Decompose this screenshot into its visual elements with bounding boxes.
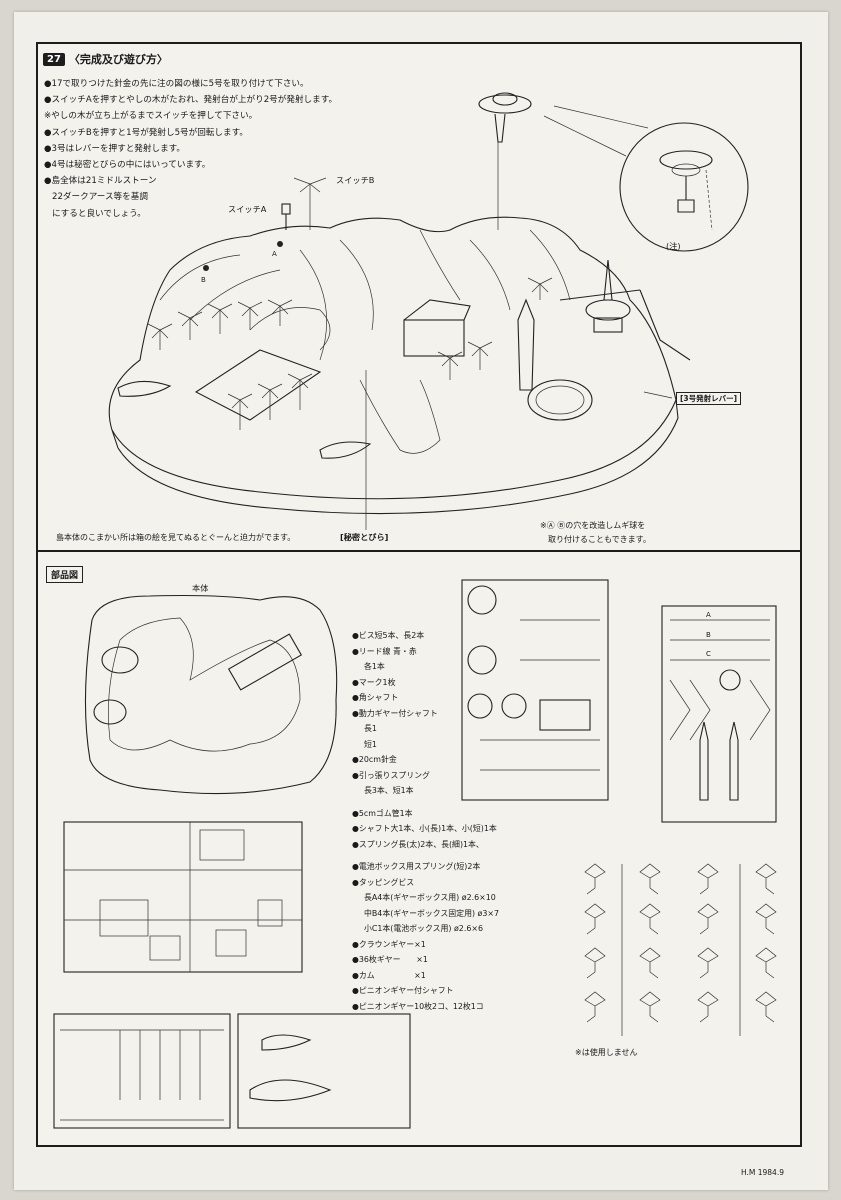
instruction-item: ※やしの木が立ち上がるまでスイッチを押して下さい。 — [44, 111, 258, 122]
parts-list-item: 中B4本(ギヤーボックス固定用) ø3×7 — [364, 908, 500, 918]
mark-a-label: A — [272, 250, 277, 258]
detail-caption: 島本体のこまかい所は箱の絵を見てぬるとぐーんと迫力がでます。 — [56, 533, 296, 542]
parts-list-item: 長3本、短1本 — [364, 786, 414, 795]
parts-list-item: ●5cmゴム管1本 — [352, 808, 413, 818]
parts-list-item: ●角シャフト — [352, 693, 399, 702]
parts-list-item: ●電池ボックス用スプリング(短)2本 — [352, 862, 481, 871]
instruction-item: ●スイッチAを押すとやしの木がたおれ、発射台が上がり2号が発射します。 — [44, 95, 338, 106]
parts-list-item: ●シャフト大1本、小(長)1本、小(短)1本 — [352, 824, 497, 833]
instruction-item: にすると良いでしょう。 — [52, 208, 146, 219]
parts-list-item: 短1 — [364, 739, 377, 749]
parts-list-item: ●36枚ギヤー ×1 — [352, 955, 428, 964]
page-frame — [36, 42, 802, 1147]
instruction-item: 22ダークアース等を基調 — [52, 192, 148, 203]
step-number-badge: 27 — [43, 52, 65, 66]
parts-list-item: ●リード線 青・赤 — [352, 646, 417, 656]
parts-list-item: ●スプリング長(太)2本、長(細)1本、 — [352, 839, 484, 849]
parts-list-item: 各1本 — [364, 662, 385, 671]
imprint: H.M 1984.9 — [741, 1168, 784, 1177]
note-callout-label: (注) — [666, 241, 681, 251]
parts-list-item: ●20cm針金 — [352, 755, 397, 764]
holes-caption-line-1: ※Ⓐ Ⓑの穴を改造しムギ球を — [540, 521, 646, 530]
unused-note: ※は使用しません — [575, 1048, 638, 1057]
instruction-item: ●4号は秘密とびらの中にはいっています。 — [44, 160, 211, 171]
lever-label: [3号発射レバー] — [676, 392, 742, 405]
switch-a-label: スイッチA — [228, 204, 267, 214]
secret-door-label: [秘密とびら] — [340, 532, 389, 542]
parts-list-item: ●タッピングビス — [352, 877, 415, 887]
mark-b-label: B — [201, 276, 206, 284]
instruction-item: ●島全体は21ミドルストーン — [44, 176, 157, 187]
runner-label-b: B — [706, 631, 711, 639]
step-header: 27 〈完成及び遊び方〉 — [43, 51, 168, 67]
runner-label-a: A — [706, 611, 711, 619]
instruction-item: ●3号はレバーを押すと発射します。 — [44, 143, 186, 154]
parts-list: ●ビス短5本、長2本 ●リード線 青・赤各1本 ●マーク1枚 ●角シャフト ●動力ギヤー… — [352, 628, 572, 1014]
parts-heading: 部品図 — [46, 566, 84, 583]
runner-label-c: C — [706, 650, 711, 658]
step-title: 〈完成及び遊び方〉 — [68, 53, 168, 66]
instruction-item: ●17で取りつけた針金の先に注の図の様に5号を取り付けて下さい。 — [44, 79, 309, 89]
parts-list-item: ●動力ギヤー付シャフト — [352, 708, 438, 718]
parts-list-item: ●ピニオンギヤー付シャフト — [352, 986, 454, 995]
parts-list-item: 長A4本(ギヤーボックス用) ø2.6×10 — [364, 893, 496, 902]
parts-list-item: ●カム ×1 — [352, 970, 426, 980]
switch-b-label: スイッチB — [336, 175, 375, 185]
parts-list-item: ●マーク1枚 — [352, 677, 396, 687]
parts-list-item: ●引っ張りスプリング — [352, 770, 430, 780]
section-divider — [36, 550, 802, 552]
parts-list-item: 小C1本(電池ボックス用) ø2.6×6 — [364, 924, 483, 933]
parts-list-item: ●ビス短5本、長2本 — [352, 631, 425, 640]
holes-caption-line-2: 取り付けることもできます。 — [548, 535, 651, 544]
parts-list-item: 長1 — [364, 724, 377, 733]
body-label: 本体 — [192, 583, 209, 593]
parts-list-item: ●ピニオンギヤー10枚2コ、12枚1コ — [352, 1001, 484, 1011]
parts-list-item: ●クラウンギヤー×1 — [352, 939, 426, 949]
instruction-list: ●17で取りつけた針金の先に注の図の様に5号を取り付けて下さい。 ●スイッチAを… — [44, 76, 424, 222]
instruction-item: ●スイッチBを押すと1号が発射し5号が回転します。 — [44, 127, 248, 138]
